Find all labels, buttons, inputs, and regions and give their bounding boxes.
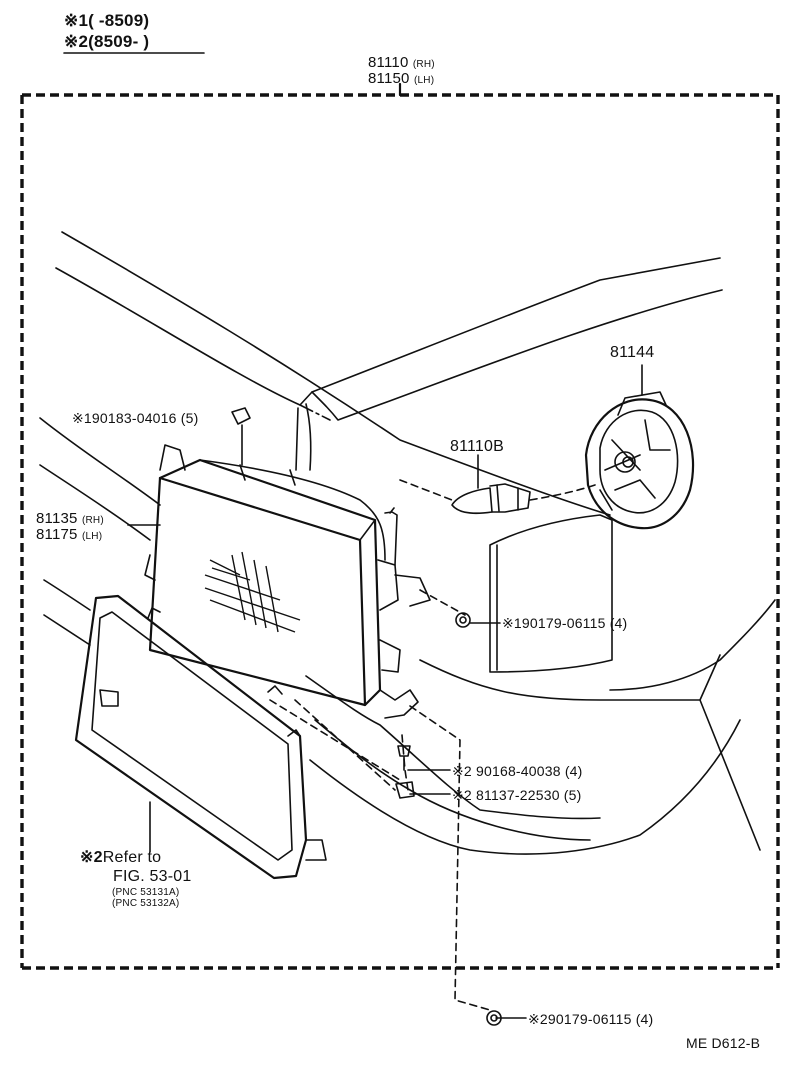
refer-label: ※2Refer to <box>80 850 161 866</box>
refer-pnc-1: (PNC 53131A) <box>112 887 180 898</box>
assembly-pn-rh-number: 81110 <box>368 54 409 71</box>
screw-icon <box>397 745 411 771</box>
diagram-code: ME D612-B <box>686 1035 761 1051</box>
unit-lh-tag: (LH) <box>81 531 103 542</box>
unit-rh-tag: (RH) <box>81 515 104 526</box>
leader-lines <box>127 364 643 1019</box>
unit-rh-label: 81135 (RH) <box>36 511 104 527</box>
fasteners <box>231 407 502 1026</box>
vehicle-body-outline <box>39 231 776 855</box>
legend-note-2: ※2(8509- ) <box>64 32 150 51</box>
refer-fig[interactable]: FIG. 53-01 <box>113 868 192 885</box>
unit-lh-label: 81175 (LH) <box>36 527 102 543</box>
headlamp-unit <box>144 444 431 719</box>
screw-label: ※2 90168-40038 (4) <box>452 763 583 779</box>
assembly-pn-lh-number: 81150 <box>368 70 410 87</box>
fender-block <box>489 514 613 673</box>
bulb-label: 81110B <box>450 438 504 455</box>
dust-cover <box>584 391 695 530</box>
clip-icon <box>231 407 251 425</box>
assembly-rh-tag: (RH) <box>412 59 435 70</box>
assembly-frame <box>20 82 780 970</box>
refer-prefix: ※2 <box>80 849 103 866</box>
refer-pnc-2: (PNC 53132A) <box>112 898 180 909</box>
bulb <box>451 483 531 515</box>
unit-rh-number: 81135 <box>36 510 78 527</box>
cover-label: 81144 <box>610 344 655 361</box>
nut-bottom-icon <box>486 1010 502 1026</box>
clip-top-label: ※190183-04016 (5) <box>72 410 199 426</box>
assembly-pn-rh: 81110 (RH) <box>368 55 435 71</box>
legend-note-1: ※1( -8509) <box>64 11 150 30</box>
assembly-pn-lh: 81150 (LH) <box>368 71 434 87</box>
assembly-lh-tag: (LH) <box>413 75 435 86</box>
refer-text: Refer to <box>102 849 162 866</box>
nut-bottom-label: ※290179-06115 (4) <box>528 1011 654 1027</box>
nut-icon <box>455 612 471 628</box>
bezel <box>74 594 327 880</box>
nut-mid-label: ※190179-06115 (4) <box>502 615 628 631</box>
bracket-label: ※2 81137-22530 (5) <box>452 787 582 803</box>
bracket-icon <box>395 781 415 799</box>
unit-lh-number: 81175 <box>36 526 78 543</box>
